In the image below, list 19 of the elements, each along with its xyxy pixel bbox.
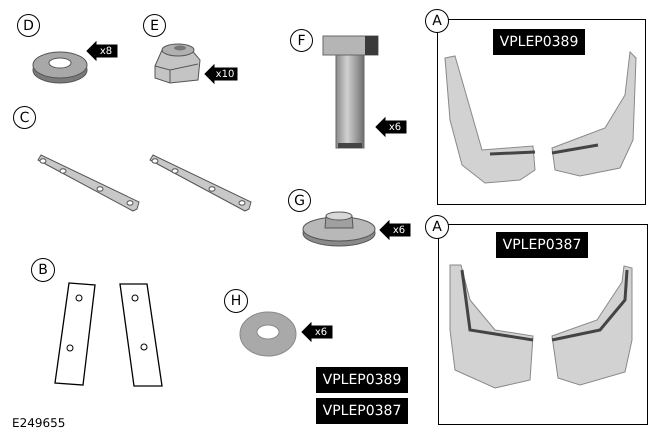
quantity-tag: x8: [86, 41, 118, 61]
callout-letter: G: [288, 189, 311, 212]
quantity-tag: x10: [204, 64, 238, 84]
callout-letter: C: [13, 106, 36, 129]
callout-letter: B: [31, 258, 55, 282]
callout-letter: D: [17, 14, 40, 37]
callout-letter: F: [290, 29, 313, 52]
quantity-tag: x6: [379, 220, 411, 240]
part-number-label: VPLEP0389: [493, 29, 585, 55]
illustration-number: E249655: [12, 416, 66, 430]
callout-letter: A: [425, 215, 449, 239]
part-number-label: VPLEP0389: [316, 367, 408, 393]
part-number-label: VPLEP0387: [496, 232, 588, 258]
quantity-tag: x6: [375, 117, 407, 137]
part-number-label: VPLEP0387: [316, 398, 408, 424]
callout-letter: E: [143, 14, 166, 37]
callout-letter: H: [224, 289, 248, 313]
quantity-tag: x6: [301, 322, 333, 342]
callout-letter: A: [425, 9, 449, 33]
